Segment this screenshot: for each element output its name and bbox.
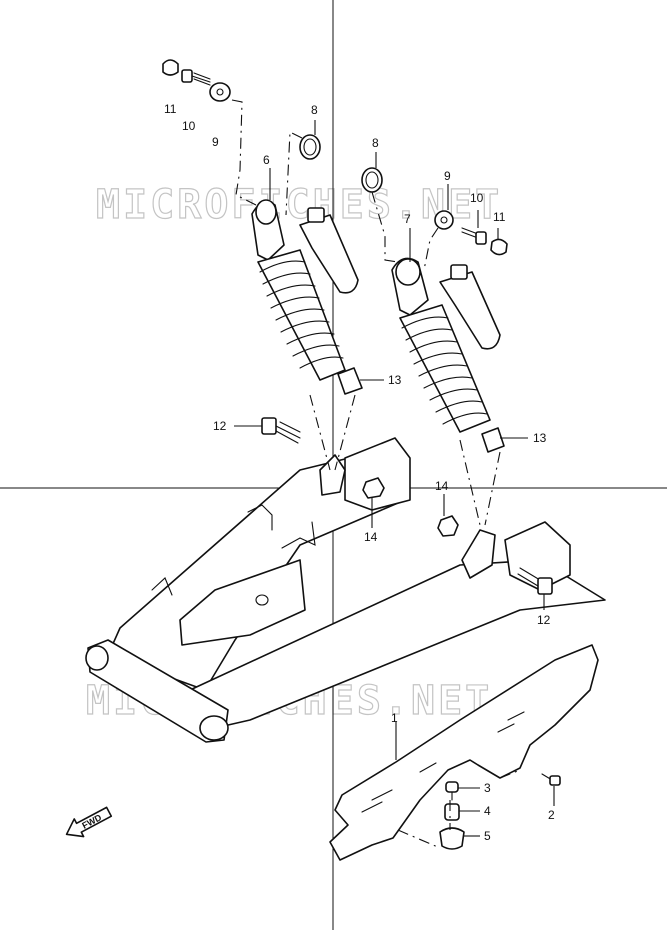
callout-9-left: 9 bbox=[212, 135, 219, 149]
spacer-right bbox=[481, 427, 505, 453]
callout-3: 3 bbox=[484, 781, 491, 795]
callout-9-right: 9 bbox=[444, 169, 451, 183]
callout-1: 1 bbox=[391, 711, 398, 725]
callout-8-left: 8 bbox=[311, 103, 318, 117]
callout-12-left: 12 bbox=[213, 419, 227, 433]
callout-14-right: 14 bbox=[435, 479, 449, 493]
fwd-arrow-icon: FWD bbox=[65, 806, 113, 838]
collar-4 bbox=[444, 803, 460, 821]
screw-2 bbox=[549, 775, 561, 786]
callout-14-left: 14 bbox=[364, 530, 378, 544]
bolt-left bbox=[181, 69, 193, 83]
bolt-12-right bbox=[537, 577, 553, 595]
hardware bbox=[162, 59, 561, 850]
nut-14-left bbox=[362, 477, 385, 499]
washer-right bbox=[434, 210, 454, 230]
callout-10-right: 10 bbox=[470, 191, 484, 205]
spacer-left bbox=[337, 367, 363, 395]
bolt-12-left bbox=[261, 417, 277, 435]
cap-nut-right bbox=[490, 238, 508, 256]
grommet-5 bbox=[439, 827, 465, 850]
seal-left bbox=[299, 134, 321, 160]
rear-shock-left bbox=[251, 199, 359, 381]
callout-11-left: 11 bbox=[164, 102, 177, 116]
swingarm bbox=[85, 437, 606, 743]
callout-2: 2 bbox=[548, 808, 555, 822]
callout-10-left: 10 bbox=[182, 119, 196, 133]
callout-8-right: 8 bbox=[372, 136, 379, 150]
callouts: 11 10 9 8 6 8 9 10 11 7 13 12 13 14 14 1… bbox=[164, 102, 555, 843]
callout-7: 7 bbox=[404, 212, 411, 226]
callout-12-right: 12 bbox=[537, 613, 551, 627]
callout-5: 5 bbox=[484, 829, 491, 843]
callout-13-right: 13 bbox=[533, 431, 547, 445]
watermark-top: MICROFICHES.NET bbox=[96, 182, 502, 228]
bolt-right bbox=[475, 231, 487, 245]
screw-3 bbox=[445, 781, 459, 793]
rear-shock-right bbox=[391, 257, 501, 433]
callout-13-left: 13 bbox=[388, 373, 402, 387]
cap-nut-left bbox=[162, 59, 179, 76]
callout-6: 6 bbox=[263, 153, 270, 167]
nut-14-right bbox=[437, 515, 459, 537]
callout-11-right: 11 bbox=[493, 210, 506, 224]
callout-4: 4 bbox=[484, 804, 491, 818]
leader-lines bbox=[231, 99, 555, 849]
chain-case bbox=[329, 644, 599, 861]
washer-left bbox=[209, 82, 231, 102]
